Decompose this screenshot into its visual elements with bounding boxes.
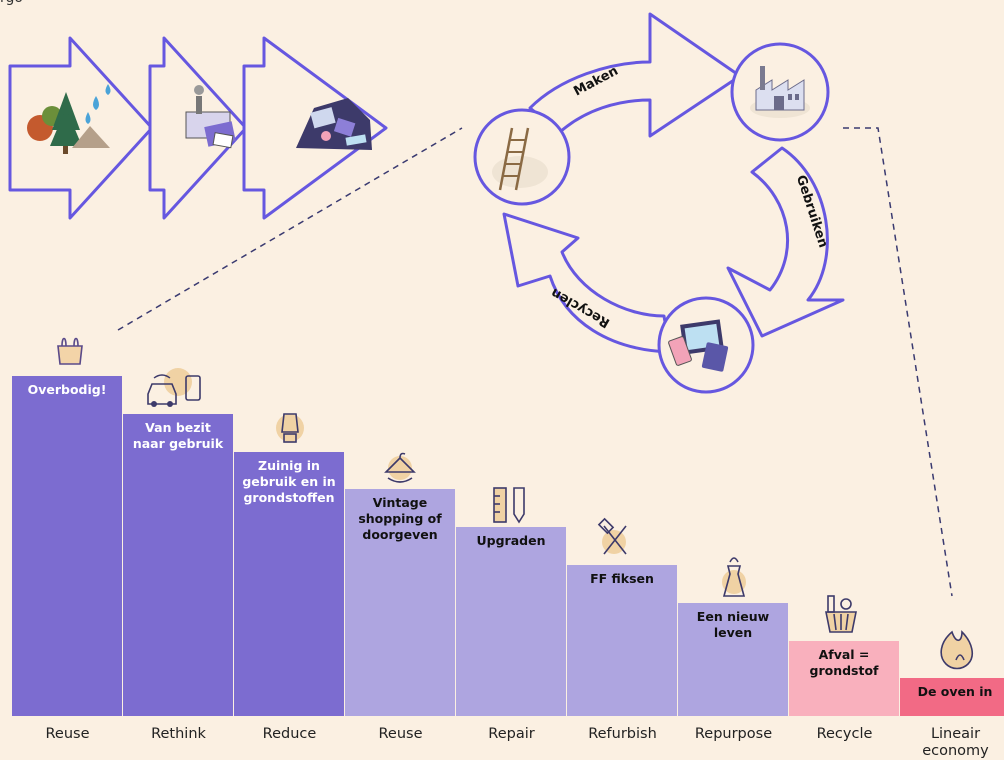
car-sharing-icon	[148, 368, 200, 407]
recycle-basket-icon	[826, 596, 856, 632]
tools-icon	[599, 519, 626, 554]
bottle-vase-icon	[722, 558, 746, 596]
light-bulb-icon	[276, 414, 304, 442]
flame-icon	[941, 632, 972, 669]
plastic-bag-icon	[58, 339, 82, 365]
ruler-pencil-icon	[494, 488, 524, 522]
hanger-icon	[386, 454, 414, 483]
